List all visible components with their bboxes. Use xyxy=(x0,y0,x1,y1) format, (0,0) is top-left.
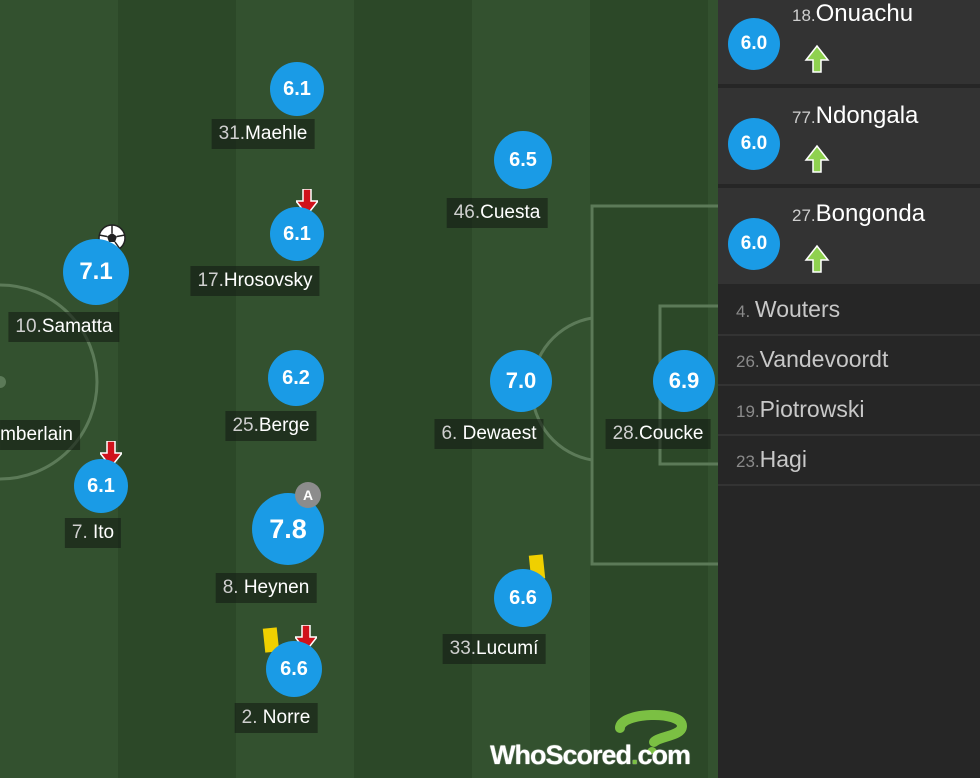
sub-name-label: 77.Ndongala xyxy=(792,102,919,129)
sub-off-arrow-icon xyxy=(296,189,318,215)
player-rating: 6.0 xyxy=(728,218,780,270)
player-name-label: mberlain xyxy=(0,420,80,450)
bench-row-vandevoordt[interactable]: 26.Vandevoordt xyxy=(718,336,980,386)
player-name-label: 17.Hrosovsky xyxy=(190,266,320,296)
player-name-label: 25.Berge xyxy=(225,411,317,441)
player-rating: 6.1 xyxy=(270,62,324,116)
player-rating: 7.1 xyxy=(63,239,129,305)
pitch-markings xyxy=(0,204,718,566)
player-rating: 6.1 xyxy=(270,207,324,261)
bench-row-hagi[interactable]: 23.Hagi xyxy=(718,436,980,486)
sub-row-bongonda[interactable]: 6.0 27.Bongonda xyxy=(718,188,980,288)
player-name-label: 2. Norre xyxy=(234,703,318,733)
player-name-label: 28.Coucke xyxy=(605,419,711,449)
player-rating: 6.2 xyxy=(268,350,324,406)
substitutes-panel: 6.0 18.Onuachu 6.0 77.Ndongala 6.0 27.Bo… xyxy=(718,0,980,778)
captain-badge-icon: A xyxy=(295,482,321,508)
player-name-label: 33.Lucumí xyxy=(442,634,546,664)
bench-name-label: 4. Wouters xyxy=(736,296,841,322)
bench-row-piotrowski[interactable]: 19.Piotrowski xyxy=(718,386,980,436)
sub-row-ndongala[interactable]: 6.0 77.Ndongala xyxy=(718,88,980,188)
sub-row-onuachu[interactable]: 6.0 18.Onuachu xyxy=(718,0,980,88)
player-name-label: 46.Cuesta xyxy=(446,198,548,228)
player-rating: 6.1 xyxy=(74,459,128,513)
player-name-label: 31.Maehle xyxy=(211,119,315,149)
pitch: 6.1 31.Maehle 6.1 17.Hrosovsky 7.1 10.Sa… xyxy=(0,0,718,778)
player-rating: 6.0 xyxy=(728,118,780,170)
sub-on-arrow-icon xyxy=(804,44,830,73)
sub-off-arrow-icon xyxy=(100,441,122,467)
player-rating: 6.6 xyxy=(266,641,322,697)
sub-off-arrow-icon xyxy=(295,625,317,651)
sub-name-label: 27.Bongonda xyxy=(792,200,926,227)
logo-wordmark: WhoScored.com xyxy=(490,740,691,770)
player-name-label: 6. Dewaest xyxy=(434,419,544,449)
player-rating: 6.9 xyxy=(653,350,715,412)
bench-name-label: 19.Piotrowski xyxy=(736,396,865,422)
bench-row-wouters[interactable]: 4. Wouters xyxy=(718,286,980,336)
whoscored-logo: WhoScored.com xyxy=(490,708,710,774)
player-rating: 6.5 xyxy=(494,131,552,189)
sub-on-arrow-icon xyxy=(804,244,830,273)
question-mark-logo-icon xyxy=(615,710,688,754)
player-name-label: 8. Heynen xyxy=(215,573,317,603)
bench-name-label: 26.Vandevoordt xyxy=(736,346,889,372)
player-name-label: 10.Samatta xyxy=(8,312,120,342)
sub-name-label: 18.Onuachu xyxy=(792,0,914,27)
bench-name-label: 23.Hagi xyxy=(736,446,807,472)
player-rating: 6.0 xyxy=(728,18,780,70)
sub-on-arrow-icon xyxy=(804,144,830,173)
player-rating: 6.6 xyxy=(494,569,552,627)
player-name-label: 7. Ito xyxy=(64,518,122,548)
player-rating: 7.0 xyxy=(490,350,552,412)
